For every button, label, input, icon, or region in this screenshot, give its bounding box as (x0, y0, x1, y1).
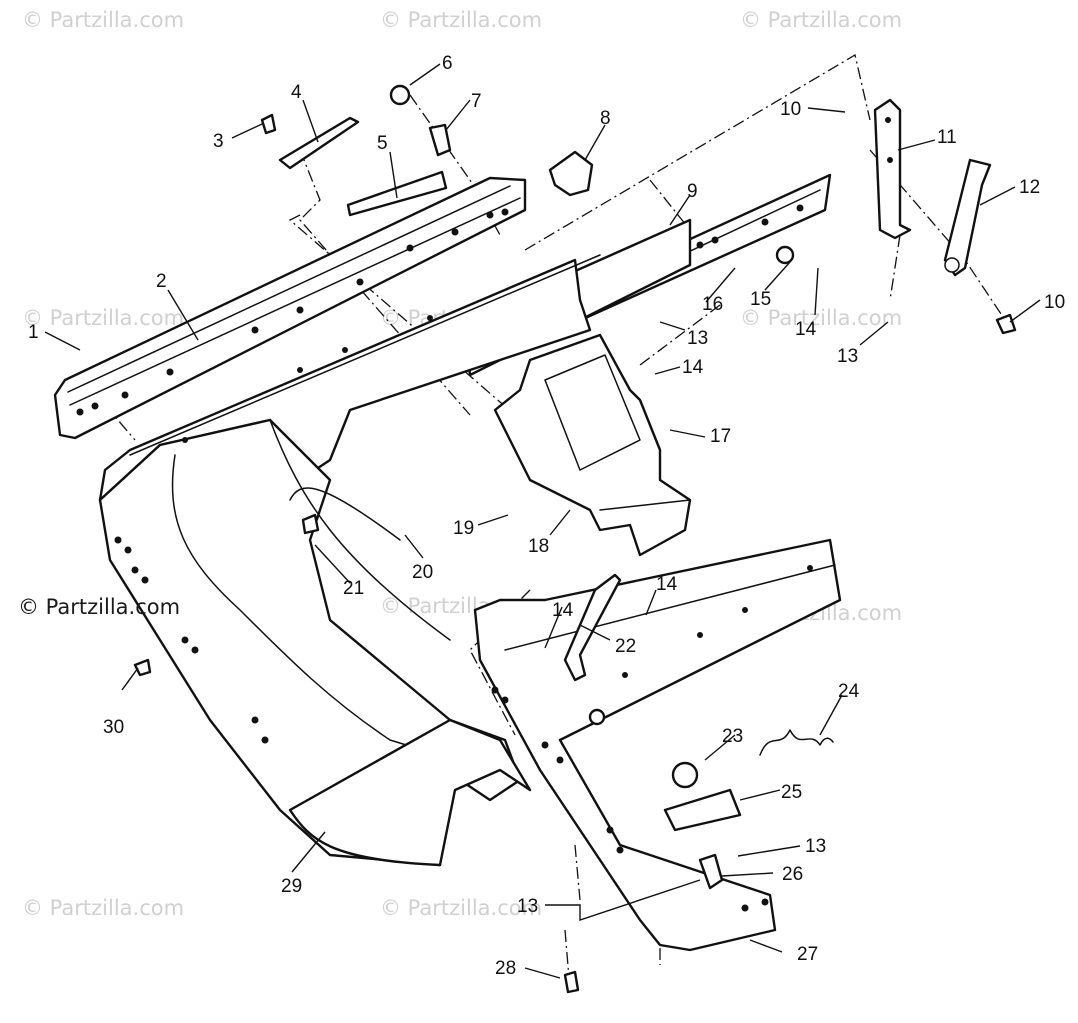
assembly-lines (104, 53, 1006, 991)
clip-nut (301, 513, 320, 535)
callout-9: 9 (687, 181, 698, 202)
watermark: © Partzilla.com (740, 8, 902, 32)
watermark: © Partzilla.com (22, 8, 184, 32)
side-panel (473, 538, 842, 952)
callout-16: 16 (702, 294, 723, 315)
hinge-plate (663, 788, 742, 832)
callout-30: 30 (103, 717, 124, 738)
callout-5: 5 (377, 133, 388, 154)
callout-12: 12 (1019, 177, 1040, 198)
callout-1: 1 (28, 322, 39, 343)
hardware-parts (133, 84, 1017, 994)
callout-21: 21 (343, 578, 364, 599)
watermark: © Partzilla.com (740, 306, 902, 330)
clamp (698, 853, 724, 890)
rivet (563, 970, 580, 994)
callout-23: 23 (722, 726, 743, 747)
callout-20: 20 (412, 562, 433, 583)
callout-13: 13 (837, 346, 858, 367)
plug-hole (588, 708, 606, 726)
callout-13: 13 (805, 836, 826, 857)
front-bracket-rail (53, 176, 527, 440)
mount-bracket (563, 573, 622, 682)
callout-28: 28 (495, 958, 516, 979)
callout-18: 18 (528, 536, 549, 557)
spring (759, 729, 834, 756)
callout-8: 8 (600, 108, 611, 129)
center-bracket (493, 333, 692, 557)
callout-14: 14 (795, 319, 817, 340)
callout-10: 10 (1044, 292, 1065, 313)
callout-3: 3 (213, 131, 224, 152)
callout-25: 25 (781, 782, 802, 803)
callout-10: 10 (780, 99, 801, 120)
callout-7: 7 (471, 91, 482, 112)
leader-lines (44, 63, 1041, 979)
side-watermark: © Partzilla.com (18, 595, 180, 619)
lever-arm (943, 158, 992, 277)
watermark: © Partzilla.com (380, 896, 542, 920)
lower-skirt (288, 718, 532, 867)
screw (260, 113, 277, 135)
callout-labels: 1 2 3 4 5 6 7 8 9 10 10 11 12 13 13 13 1… (28, 53, 1065, 979)
cap (995, 313, 1017, 335)
callout-29: 29 (281, 876, 302, 897)
callout-14: 14 (552, 600, 574, 621)
nut (775, 245, 795, 265)
callout-13: 13 (687, 328, 708, 349)
bolt (428, 123, 452, 157)
rivet-side (133, 658, 152, 677)
watermark: © Partzilla.com (22, 896, 184, 920)
grommet (389, 84, 411, 106)
callout-4: 4 (291, 82, 302, 103)
callout-13: 13 (517, 896, 538, 917)
latch-clip (548, 150, 594, 197)
watermark: © Partzilla.com (380, 8, 542, 32)
callout-2: 2 (156, 271, 167, 292)
callout-11: 11 (937, 127, 957, 148)
callout-14: 14 (656, 574, 678, 595)
callout-24: 24 (838, 681, 860, 702)
callout-19: 19 (453, 518, 474, 539)
callout-14: 14 (682, 357, 704, 378)
callout-17: 17 (710, 426, 731, 447)
watermark: © Partzilla.com (22, 306, 184, 330)
vertical-bracket (873, 98, 912, 240)
callout-6: 6 (442, 53, 453, 74)
callout-26: 26 (782, 864, 803, 885)
callout-27: 27 (797, 944, 818, 965)
plug (671, 761, 699, 789)
callout-22: 22 (615, 636, 636, 657)
gasket-strip (278, 116, 360, 170)
callout-15: 15 (750, 289, 771, 310)
